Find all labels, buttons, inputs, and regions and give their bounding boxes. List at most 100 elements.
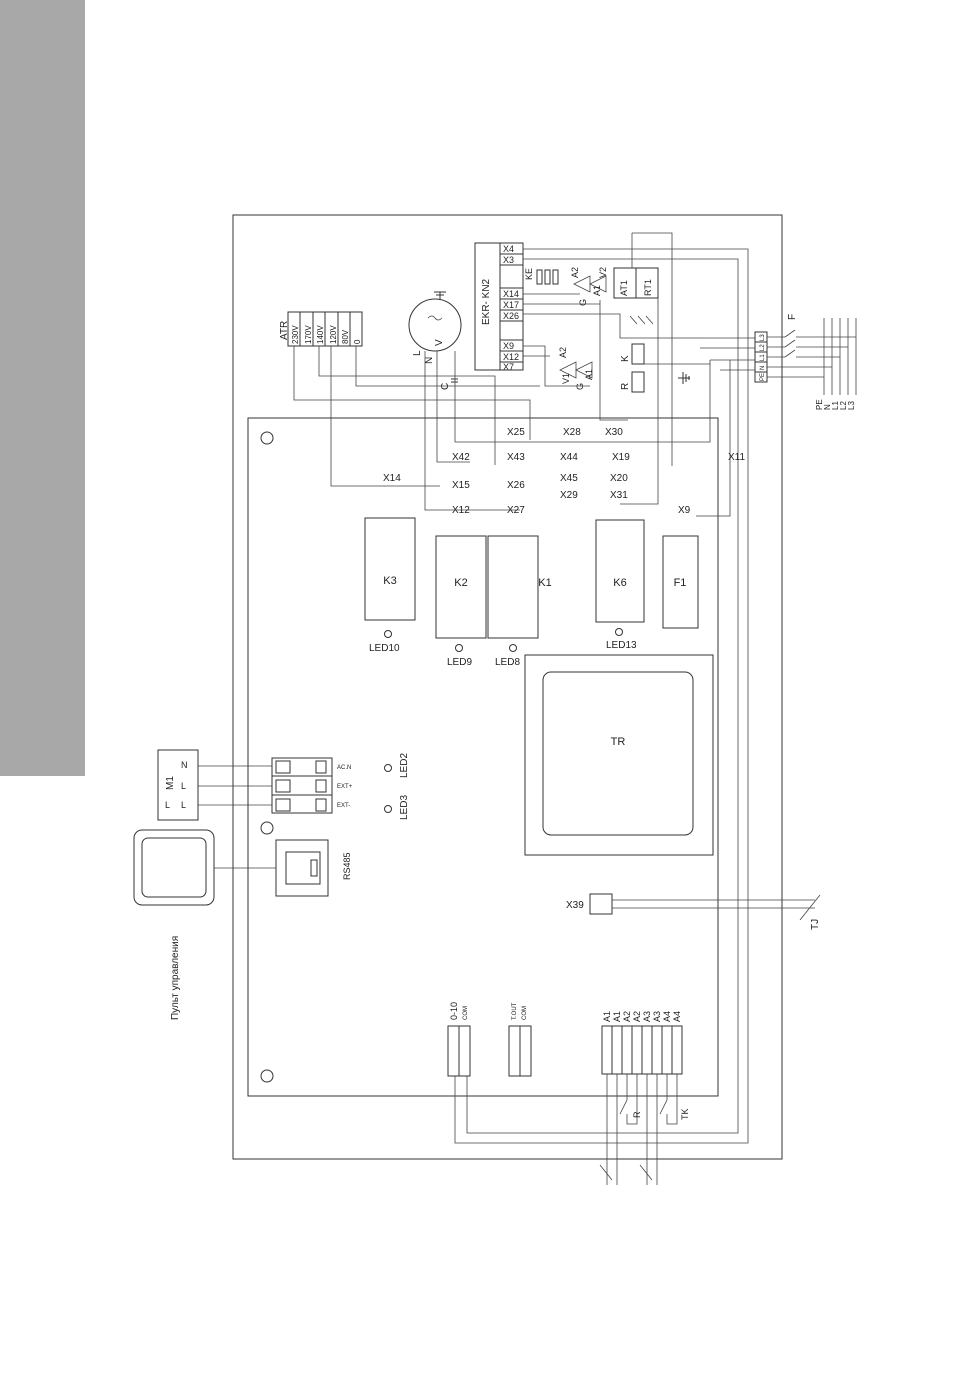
a-terminal: A1 xyxy=(612,1011,622,1022)
a-terminal: A4 xyxy=(672,1011,682,1022)
a-terminal: A2 xyxy=(632,1011,642,1022)
contact-tk xyxy=(659,1074,678,1125)
terminal: L3 xyxy=(760,334,766,341)
wire xyxy=(523,258,739,460)
contactor-k: K xyxy=(620,343,645,365)
ke-sensor: KE xyxy=(524,268,559,285)
connector: X15 xyxy=(452,480,470,491)
relay-k1: K1 xyxy=(487,535,552,639)
ekr-pin: X7 xyxy=(503,362,514,372)
ext-terminal: AC.N xyxy=(337,765,351,771)
transformer-label: TR xyxy=(611,736,626,748)
connector: X45 xyxy=(560,473,578,484)
valve-label: V2 xyxy=(598,267,608,278)
valve-pin: A1 xyxy=(592,285,602,296)
valve-pin: G xyxy=(575,383,585,390)
relay-k2: K2 xyxy=(435,535,487,639)
wire xyxy=(454,351,711,443)
contact-r xyxy=(619,1074,638,1125)
led-label: LED8 xyxy=(495,657,520,668)
ext-terminal: EXT- xyxy=(337,803,350,809)
ac-symbol-icon xyxy=(427,315,443,321)
sensor-tj-label: TJ xyxy=(810,919,821,930)
ekr-pin: X26 xyxy=(503,311,519,321)
mains-switch-label: F xyxy=(787,314,798,320)
a-terminal: A1 xyxy=(602,1011,612,1022)
valve-pin: A2 xyxy=(558,347,568,358)
connector: X19 xyxy=(612,452,630,463)
fan-lead-v: V xyxy=(434,339,445,346)
side-tab-strip xyxy=(0,0,85,776)
ext-terminal: EXT+ xyxy=(337,784,353,790)
fuse-f1: F1 xyxy=(662,535,699,629)
switch-contact xyxy=(645,315,654,325)
a-terminal: A3 xyxy=(642,1011,652,1022)
thermostat-at1: AT1 xyxy=(619,280,629,296)
switch-contact xyxy=(784,329,796,338)
led-indicator xyxy=(509,644,517,652)
relay-k3: K3 xyxy=(364,517,416,621)
wire xyxy=(355,346,540,387)
m1-pin: N xyxy=(181,760,188,770)
x39-label: X39 xyxy=(566,900,584,911)
m1-pin: L xyxy=(181,800,186,810)
atr-tap: 120V xyxy=(329,325,338,344)
ekr-pin: X17 xyxy=(503,300,519,310)
atr-tap: 80V xyxy=(341,329,350,344)
led-indicator xyxy=(455,644,463,652)
wire xyxy=(696,360,731,517)
mount-hole xyxy=(260,1069,274,1083)
led-label: LED9 xyxy=(447,657,472,668)
switch-contact xyxy=(629,315,638,325)
valve-v2: A2 V2 G A1 xyxy=(570,267,608,306)
connector: X27 xyxy=(507,505,525,516)
connector: X9 xyxy=(678,505,691,516)
connector: X44 xyxy=(560,452,578,463)
atr-label: ATR xyxy=(279,321,290,340)
atr-tap: 230V xyxy=(291,325,300,344)
connector: X30 xyxy=(605,427,623,438)
valve-label: V1 xyxy=(561,373,571,384)
led-indicator xyxy=(384,630,392,638)
a-terminal: A2 xyxy=(622,1011,632,1022)
wire xyxy=(454,248,749,1144)
relay-label: K3 xyxy=(383,575,396,587)
led-label: LED10 xyxy=(369,643,400,654)
ground-icon xyxy=(678,372,690,384)
relay-label: K6 xyxy=(613,577,626,589)
thermostats: AT1 RT1 xyxy=(613,267,659,299)
tout-terminal: T.OUT COM xyxy=(508,1002,532,1077)
x39-connector: X39 xyxy=(566,893,613,915)
ekr-pin: X3 xyxy=(503,255,514,265)
control-panel: Пульт управления xyxy=(133,829,215,1020)
thermostat-rt1: RT1 xyxy=(643,279,653,296)
fuse-label: F1 xyxy=(674,577,687,589)
mount-hole xyxy=(260,821,274,835)
switch-contact xyxy=(639,1164,653,1181)
led-label: LED3 xyxy=(399,795,410,820)
led-indicator xyxy=(615,628,623,636)
switch-contact xyxy=(784,339,796,348)
a-terminal-strip: A1 A1 A2 A2 A3 A3 A4 A4 xyxy=(601,1011,683,1075)
connector: X11 xyxy=(728,452,745,463)
m1-pin: L xyxy=(181,781,186,791)
connector: X29 xyxy=(560,490,578,501)
wire xyxy=(599,300,628,421)
ekr-kn2-module: EKR- KN2 X4 X3 X14 X17 X26 X9 X12 X7 xyxy=(474,242,524,372)
contactor-label: K xyxy=(620,355,631,362)
terminal: L2 xyxy=(760,344,766,351)
wire xyxy=(293,346,531,440)
valve-v1: A2 V1 G A1 xyxy=(558,347,594,390)
enclosure-frame xyxy=(232,214,783,1160)
switch-contact xyxy=(599,1164,613,1181)
connector: X26 xyxy=(507,480,525,491)
wire xyxy=(318,346,496,465)
connector: X28 xyxy=(563,427,581,438)
main-pcb xyxy=(247,417,719,1097)
mains-line: N xyxy=(823,404,832,410)
ekr-pin: X4 xyxy=(503,244,514,254)
sensor-tj xyxy=(799,894,821,921)
wire xyxy=(424,351,520,511)
wire xyxy=(523,345,590,387)
mains-line: L1 xyxy=(831,401,840,410)
